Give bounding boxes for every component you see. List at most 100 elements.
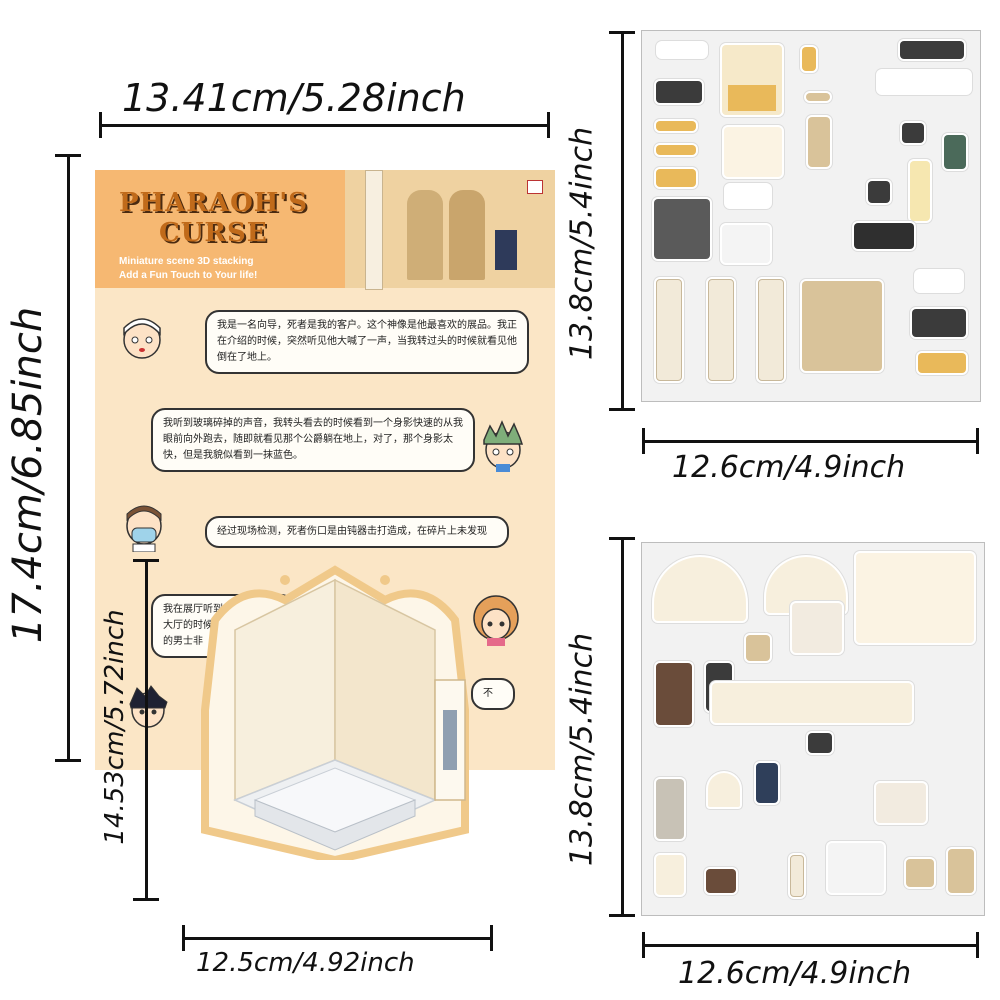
dimension-line-booklet-height (67, 155, 70, 761)
story-booklet: PHARAOH'S CURSE Miniature scene 3D stack… (95, 170, 555, 770)
pillar-icon (656, 279, 682, 381)
pharaoh-statue-icon (449, 190, 485, 280)
arch-door-icon (656, 855, 684, 895)
dimension-tick (976, 932, 979, 958)
dimension-line-room-height (145, 560, 148, 900)
dimension-tick (609, 408, 635, 411)
dark-box-icon (808, 733, 832, 753)
sheet1-width-label: 12.6cm/4.9inch (672, 450, 906, 485)
glass-case-icon (724, 127, 782, 177)
dialogue-line: 我在展厅听到大 (163, 604, 233, 615)
gold-display-case-icon (722, 45, 782, 115)
long-counter-icon (712, 683, 912, 723)
dimension-line-sheet2-height (621, 538, 624, 916)
dialogue-line: 大厅的时候 (163, 620, 213, 631)
white-tray-icon (916, 271, 962, 291)
pharaoh-statue-icon (407, 190, 443, 280)
dimension-tick (609, 31, 635, 34)
white-frame-icon (726, 185, 770, 207)
room-width-label: 12.5cm/4.92inch (196, 948, 415, 978)
subtitle-1: Miniature scene 3D stacking (119, 256, 254, 267)
anubis-icon (854, 223, 914, 249)
display-case-icon (495, 230, 517, 270)
dimension-tick (642, 428, 645, 454)
statue-icon (808, 117, 830, 167)
dimension-tick (976, 428, 979, 454)
hieroglyph-panel-icon (876, 783, 926, 823)
dimension-tick (609, 914, 635, 917)
header-scene-illustration (345, 170, 555, 290)
dimension-tick (547, 112, 550, 138)
dialogue-bubble-1: 我是一名向导，死者是我的客户。这个神像是他最喜欢的展品。我正在介绍的时候，突然听… (205, 310, 529, 374)
bust-icon (746, 635, 770, 661)
bookshelf-icon (656, 663, 692, 725)
glass-vitrine-icon (654, 199, 710, 259)
pillar-icon (708, 279, 734, 381)
broken-glass-icon (722, 225, 770, 263)
frame-sticker-icon (658, 43, 706, 57)
dimension-tick (182, 925, 185, 951)
booklet-width-label: 13.41cm/5.28inch (122, 76, 466, 120)
character-sticker-grid-icon (856, 553, 974, 643)
sign-board-icon (706, 869, 736, 893)
booklet-height-label: 17.4cm/6.85inch (5, 306, 51, 644)
title-line-2: CURSE (159, 218, 268, 248)
dialogue-bubble-2: 我听到玻璃碎掉的声音，我转头看去的时候看到一个身影快速的从我眼前向外跑去，随即就… (151, 408, 475, 472)
pyramid-icon (906, 859, 934, 887)
subtitle-2: Add a Fun Touch to Your life! (119, 270, 258, 281)
guide-character-icon (123, 318, 161, 359)
painting-icon (944, 135, 966, 169)
scroll-icon (806, 93, 830, 101)
green-hair-character-icon (483, 420, 524, 472)
arched-wall-icon (654, 557, 746, 621)
room-height-label: 14.53cm/5.72inch (100, 609, 130, 845)
doctor-character-icon (126, 505, 162, 552)
rope-barrier-icon (656, 169, 696, 187)
dimension-tick (99, 112, 102, 138)
sheet1-height-label: 13.8cm/5.4inch (564, 126, 600, 361)
sheet2-width-label: 12.6cm/4.9inch (678, 956, 912, 991)
dimension-tick (133, 559, 159, 562)
dimension-tick (55, 154, 81, 157)
dimension-tick (490, 925, 493, 951)
dimension-tick (55, 759, 81, 762)
sign-icon (527, 180, 543, 194)
dimension-line-sheet1-height (621, 32, 624, 410)
dark-hair-character-icon (129, 685, 168, 728)
room-stand-illustration (201, 565, 469, 860)
sheet2-height-label: 13.8cm/5.4inch (564, 632, 600, 867)
dimension-line-booklet-width (100, 124, 550, 127)
dark-block-icon (656, 81, 702, 103)
booklet-header: PHARAOH'S CURSE Miniature scene 3D stack… (95, 170, 555, 290)
dialogue-bubble-5: 不 (471, 678, 515, 710)
pharaoh-mask-icon (802, 47, 816, 71)
curly-hair-character-icon (473, 595, 519, 646)
dark-display-icon (912, 309, 966, 337)
sticker-sheet-2 (641, 542, 985, 916)
display-capsule-icon (756, 763, 778, 803)
pillar-icon (790, 855, 804, 897)
white-counter-icon (878, 71, 970, 93)
hieroglyph-wall-icon (792, 603, 842, 653)
pillar-icon (365, 170, 383, 290)
dimension-tick (642, 932, 645, 958)
dialogue-bubble-3: 经过现场检测，死者伤口是由钝器击打造成，在碎片上未发现 (205, 516, 509, 548)
light-beam-icon (910, 161, 930, 221)
pillar-icon (758, 279, 784, 381)
dimension-line-sheet2-width (643, 944, 979, 947)
soldier-statue-icon (656, 779, 684, 839)
dimension-tick (609, 537, 635, 540)
arch-door-icon (708, 773, 740, 807)
dark-cube-icon (868, 181, 890, 203)
dark-box-icon (902, 123, 924, 143)
dimension-line-sheet1-width (643, 440, 979, 443)
pharaoh-statue-sticker-icon (802, 281, 882, 371)
rope-barrier-icon (656, 145, 696, 155)
dimension-tick (133, 898, 159, 901)
title-line-1: PHARAOH'S (119, 188, 309, 218)
staircase-icon (828, 843, 884, 893)
sticker-sheet-1 (641, 30, 981, 402)
gold-bench-icon (918, 353, 966, 373)
dimension-line-room-width (183, 937, 493, 940)
rope-barrier-icon (656, 121, 696, 131)
